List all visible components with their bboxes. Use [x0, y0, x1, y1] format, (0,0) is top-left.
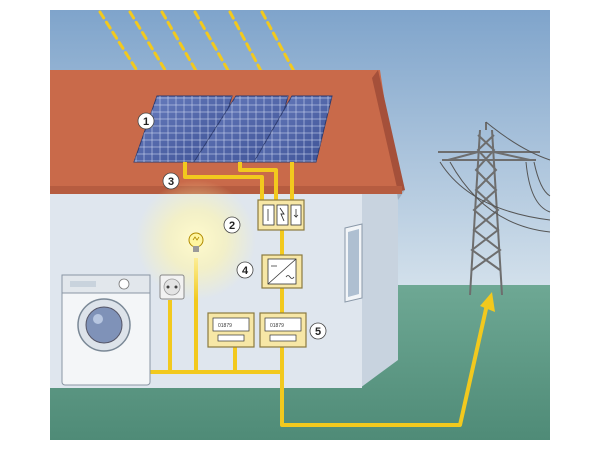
- wiring: [150, 162, 490, 427]
- power-lines: [439, 121, 551, 233]
- lightbulb-icon: [188, 232, 204, 252]
- callout-2: 2: [223, 216, 241, 234]
- label-2: 2: [229, 220, 235, 232]
- callout-3: 3: [162, 172, 180, 190]
- power-pylon: [438, 122, 540, 296]
- label-1: 1: [143, 116, 149, 128]
- callout-1: 1: [137, 112, 155, 130]
- meter-left-reading: 01879: [218, 323, 232, 329]
- meter-left[interactable]: 01879: [207, 312, 255, 348]
- junction-box[interactable]: [257, 199, 305, 231]
- label-5: 5: [315, 326, 321, 338]
- meter-right[interactable]: 01879: [259, 312, 307, 348]
- callout-4: 4: [236, 261, 254, 279]
- meter-right-reading: 01879: [270, 323, 284, 329]
- callout-5: 5: [309, 322, 327, 340]
- washing-machine: [61, 274, 151, 386]
- solar-panel-3-cells: [254, 96, 332, 162]
- power-outlet: [159, 274, 185, 300]
- label-4: 4: [242, 265, 249, 277]
- side-window: [344, 223, 363, 303]
- inverter[interactable]: [261, 254, 303, 289]
- roof-edge: [372, 70, 405, 192]
- solar-panels[interactable]: [133, 95, 333, 163]
- label-3: 3: [168, 176, 174, 188]
- grid-feed-arrowhead: [480, 292, 495, 312]
